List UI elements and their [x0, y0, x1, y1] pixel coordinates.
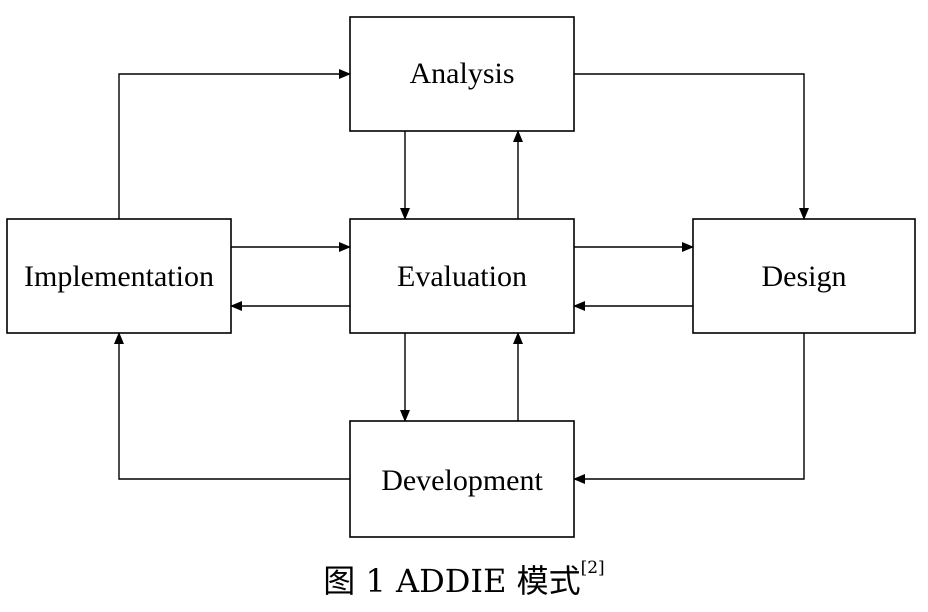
node-analysis-label: Analysis — [410, 57, 515, 90]
node-design-label: Design — [762, 260, 847, 293]
edge-analysis-to-design — [574, 73, 809, 220]
node-development-label: Development — [381, 464, 543, 497]
edge-implementation-to-analysis — [118, 69, 351, 219]
figure-caption-reference: [2] — [580, 558, 605, 578]
node-evaluation: Evaluation — [349, 218, 575, 334]
figure-caption-text: 图 1 ADDIE 模式 — [323, 562, 581, 600]
edge-design-to-development — [573, 333, 805, 484]
node-design: Design — [692, 218, 916, 334]
node-implementation-label: Implementation — [24, 260, 214, 293]
figure-caption: 图 1 ADDIE 模式[2] — [0, 556, 928, 602]
node-analysis: Analysis — [349, 16, 575, 132]
edge-development-to-implementation — [114, 332, 350, 480]
node-development: Development — [349, 420, 575, 538]
addie-diagram: Analysis Evaluation Development Implemen… — [6, 16, 916, 538]
node-implementation: Implementation — [6, 218, 232, 334]
node-evaluation-label: Evaluation — [397, 260, 527, 293]
